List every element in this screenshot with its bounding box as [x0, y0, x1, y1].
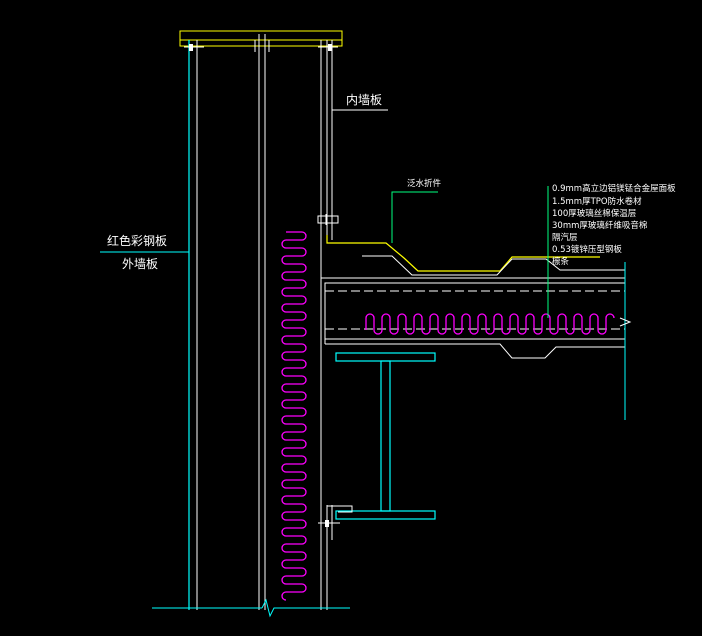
- steel-i-beam: [327, 352, 436, 520]
- roof-layer-4: 30mm厚玻璃纤维吸音棉: [552, 220, 647, 231]
- red-color-steel-label: 红色彩钢板: [107, 233, 167, 248]
- beam-web: [380, 360, 391, 512]
- bottom-fastener-icon: [318, 520, 340, 527]
- wall-column: [152, 30, 350, 618]
- inner-wall-label: 内墙板: [346, 93, 382, 107]
- beam-top-flange: [335, 352, 436, 362]
- beam-bottom-flange: [335, 510, 436, 520]
- roof-insulation: [365, 313, 615, 335]
- flashing-leader: [391, 191, 438, 243]
- flashing-label: 泛水折件: [407, 178, 442, 189]
- roof-layer-1: 0.9mm高立边铝镁锰合金屋面板: [552, 183, 676, 194]
- leaders: [100, 109, 549, 318]
- roof-layer-7: 檩条: [552, 256, 570, 267]
- wall-cap: [179, 30, 343, 47]
- wall-girt-angle: [327, 505, 353, 513]
- roof-layer-3: 100厚玻璃丝棉保温层: [552, 208, 636, 219]
- roof-layer-2: 1.5mm厚TPO防水卷材: [552, 196, 642, 207]
- roof-panel-top: [362, 255, 625, 276]
- outer-wall-label: 外墙板: [122, 257, 158, 271]
- labels: 内墙板 泛水折件 红色彩钢板 外墙板 0.9mm高立边铝镁锰合金屋面板 1.5m…: [107, 93, 676, 271]
- top-right-fastener-icon: [318, 44, 338, 51]
- top-left-fastener-icon: [184, 44, 204, 51]
- flashing: [326, 235, 600, 272]
- roof-layer-5: 隔汽层: [552, 232, 578, 243]
- roof-layer-6: 0.53镀锌压型钢板: [552, 244, 622, 255]
- steel-deck-profile: [325, 343, 625, 359]
- mid-fastener-icon: [317, 214, 339, 225]
- roof-assembly: [321, 235, 632, 420]
- wall-insulation: [281, 231, 307, 601]
